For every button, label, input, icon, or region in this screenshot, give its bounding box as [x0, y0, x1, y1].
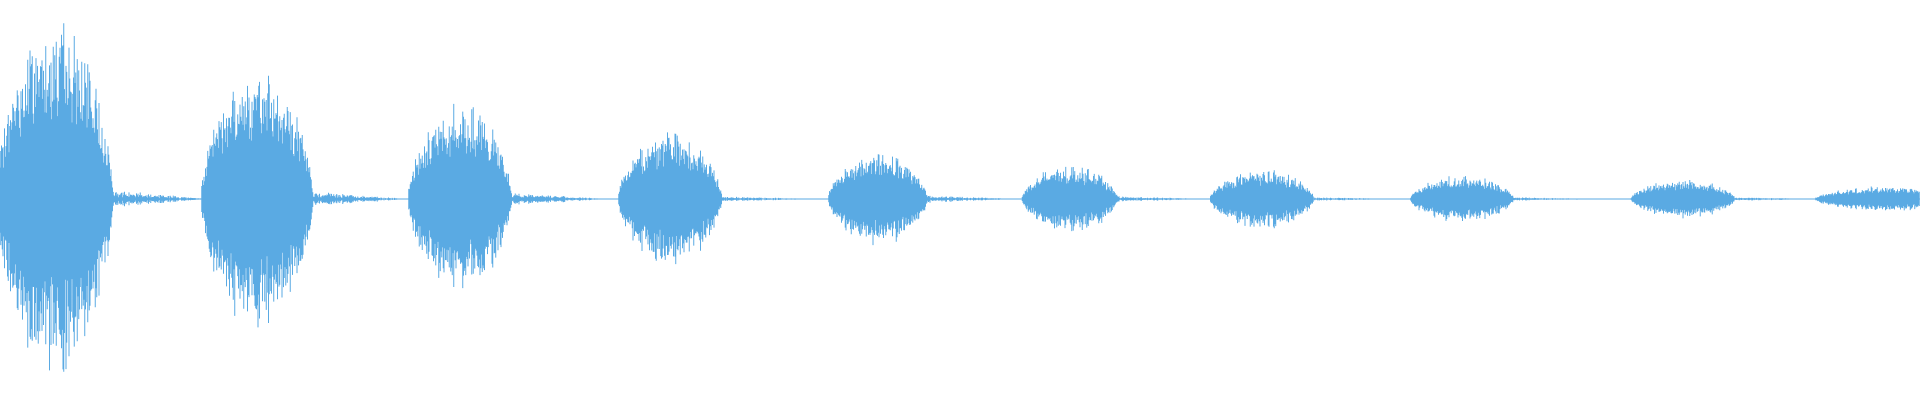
waveform-trace — [0, 23, 1920, 372]
